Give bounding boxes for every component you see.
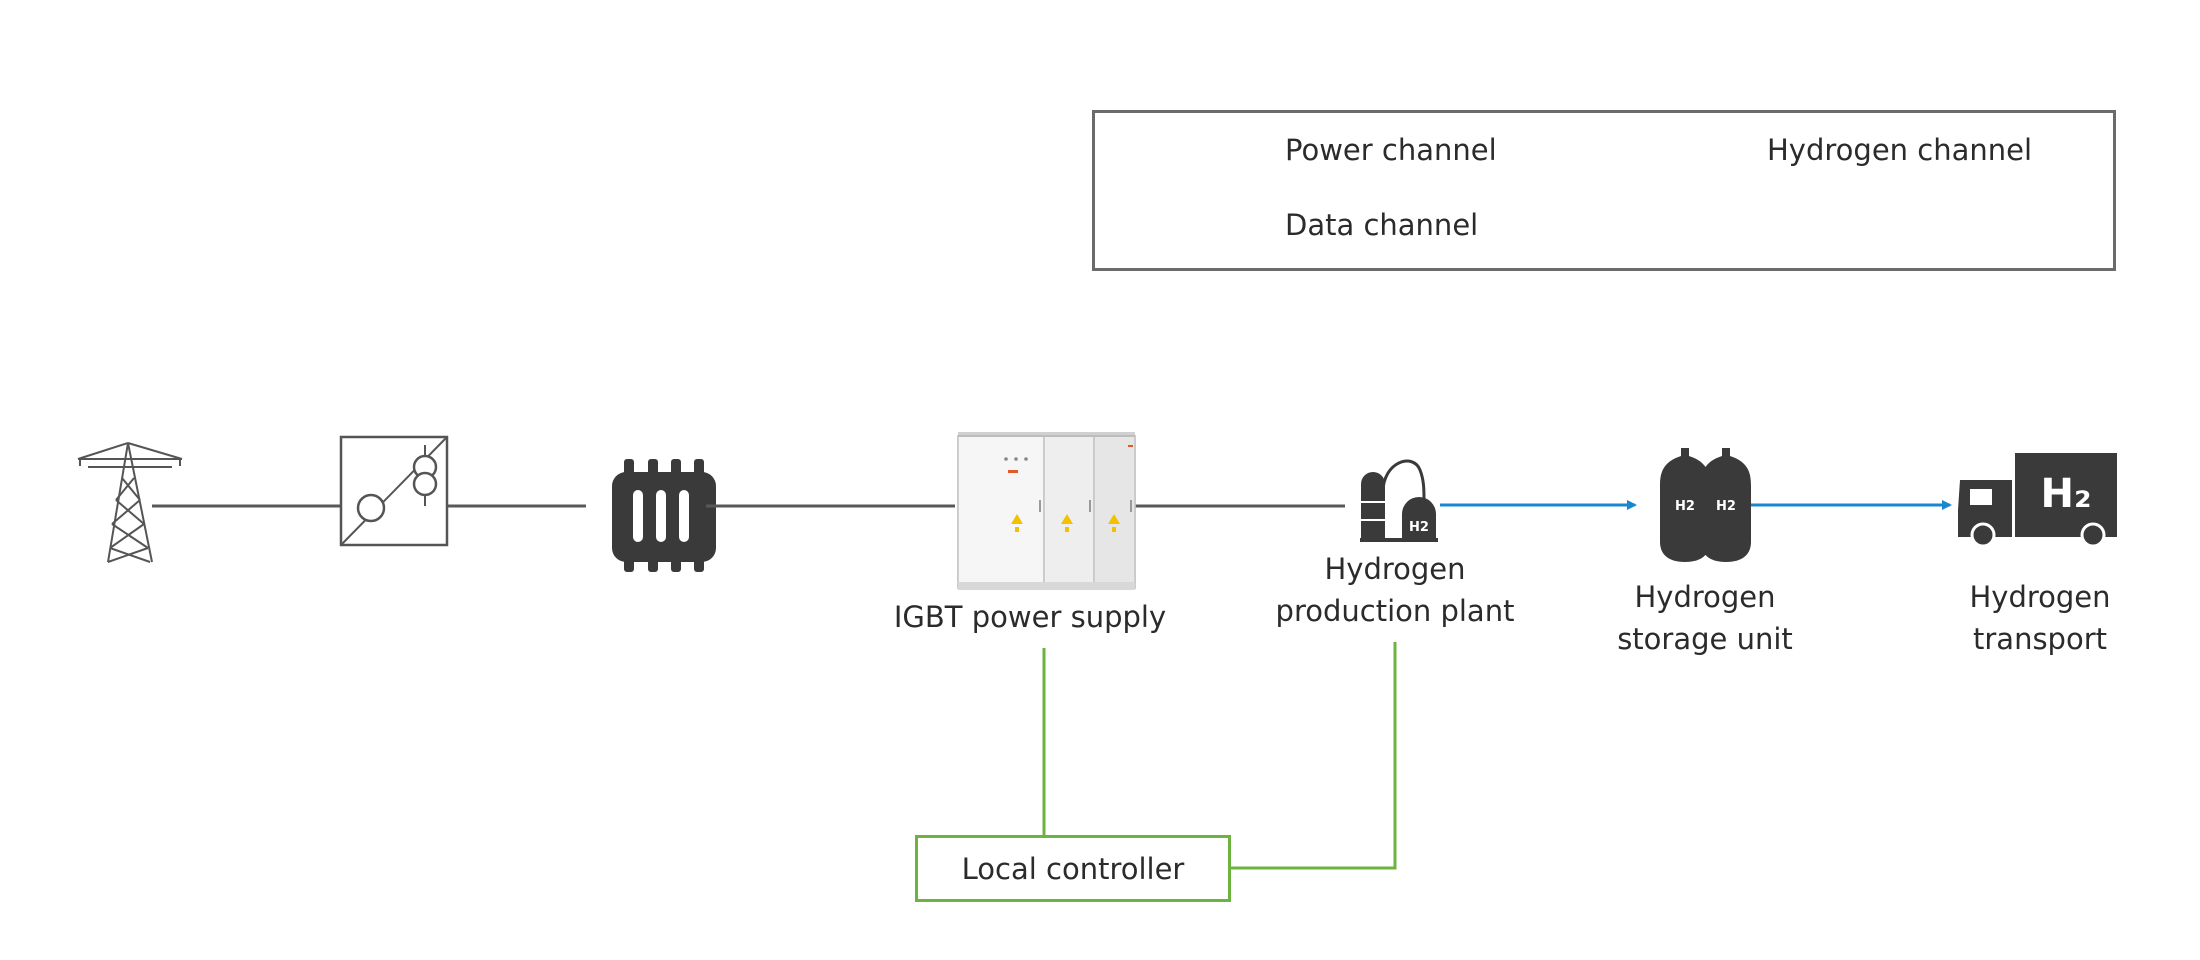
hydrogen-transport-label-line2: transport — [1973, 622, 2107, 656]
cabinet-icon — [957, 432, 1136, 590]
reactor-icon — [612, 459, 730, 572]
legend-box — [1092, 110, 2116, 271]
hydrogen-tank-badge-left: H2 — [1675, 499, 1695, 514]
local-controller-box: Local controller — [915, 835, 1231, 902]
transmission-tower-icon — [77, 442, 183, 563]
hydrogen-transport-label: Hydrogen transport — [1935, 576, 2145, 660]
hydrogen-storage-label-line1: Hydrogen — [1634, 580, 1776, 614]
hydrogen-tank-badge-right: H2 — [1716, 499, 1736, 514]
igbt-power-supply-label: IGBT power supply — [893, 600, 1167, 634]
transformer-icon — [339, 435, 449, 547]
hydrogen-storage-label-line2: storage unit — [1617, 622, 1793, 656]
hydrogen-truck-badge: H₂ — [2041, 471, 2092, 517]
hydrogen-plant-label-line1: Hydrogen — [1324, 552, 1466, 586]
legend-data-label: Data channel — [1285, 208, 1479, 242]
hydrogen-plant-badge: H2 — [1409, 520, 1429, 535]
hydrogen-plant-label: Hydrogen production plant — [1240, 548, 1550, 632]
hydrogen-storage-label: Hydrogen storage unit — [1580, 576, 1830, 660]
hydrogen-truck-icon — [1958, 453, 2117, 548]
data-line-plant-controller — [1231, 642, 1397, 870]
legend-power-label: Power channel — [1285, 133, 1497, 167]
hydrogen-tanks-icon — [1660, 448, 1751, 562]
local-controller-label: Local controller — [961, 851, 1185, 886]
hydrogen-plant-icon — [1360, 459, 1438, 542]
hydrogen-transport-label-line1: Hydrogen — [1969, 580, 2111, 614]
legend-hydrogen-label: Hydrogen channel — [1767, 133, 2033, 167]
hydrogen-plant-label-line2: production plant — [1275, 594, 1515, 628]
